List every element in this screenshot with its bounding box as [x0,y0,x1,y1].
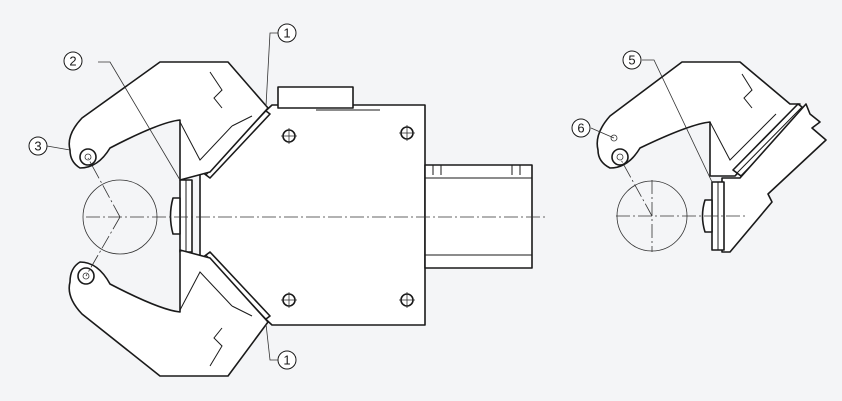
top-bracket [277,86,354,109]
detail-small-hole [610,134,618,142]
bolt-hole-top-right [399,125,415,141]
bolt-hole-bottom-left [281,292,297,308]
bolt-hole-bottom-right [399,292,415,308]
callout-3: 3 [28,136,48,156]
detail-body-section [721,103,827,253]
upper-arm [68,61,269,181]
upper-pivot-pin [79,148,97,166]
detail-arm [596,61,801,177]
svg-text:2: 2 [69,54,76,69]
svg-text:3: 3 [34,139,41,154]
lower-arm [68,249,269,377]
detail-pivot-pin [611,148,629,166]
svg-text:6: 6 [577,121,584,136]
callout-6: 6 [571,118,591,138]
bolt-hole-top-left [281,128,297,144]
callout-1-top: 1 [277,23,297,43]
shaft-housing [424,164,533,269]
callout-5: 5 [622,50,642,70]
svg-text:5: 5 [628,53,635,68]
svg-text:1: 1 [283,353,290,368]
left-gripper-assembly [46,32,545,377]
callout-2: 2 [63,51,83,71]
lower-pivot-pin [77,267,95,285]
callout-1-bottom: 1 [277,350,297,370]
right-detail-view [590,59,827,253]
svg-text:1: 1 [283,26,290,41]
